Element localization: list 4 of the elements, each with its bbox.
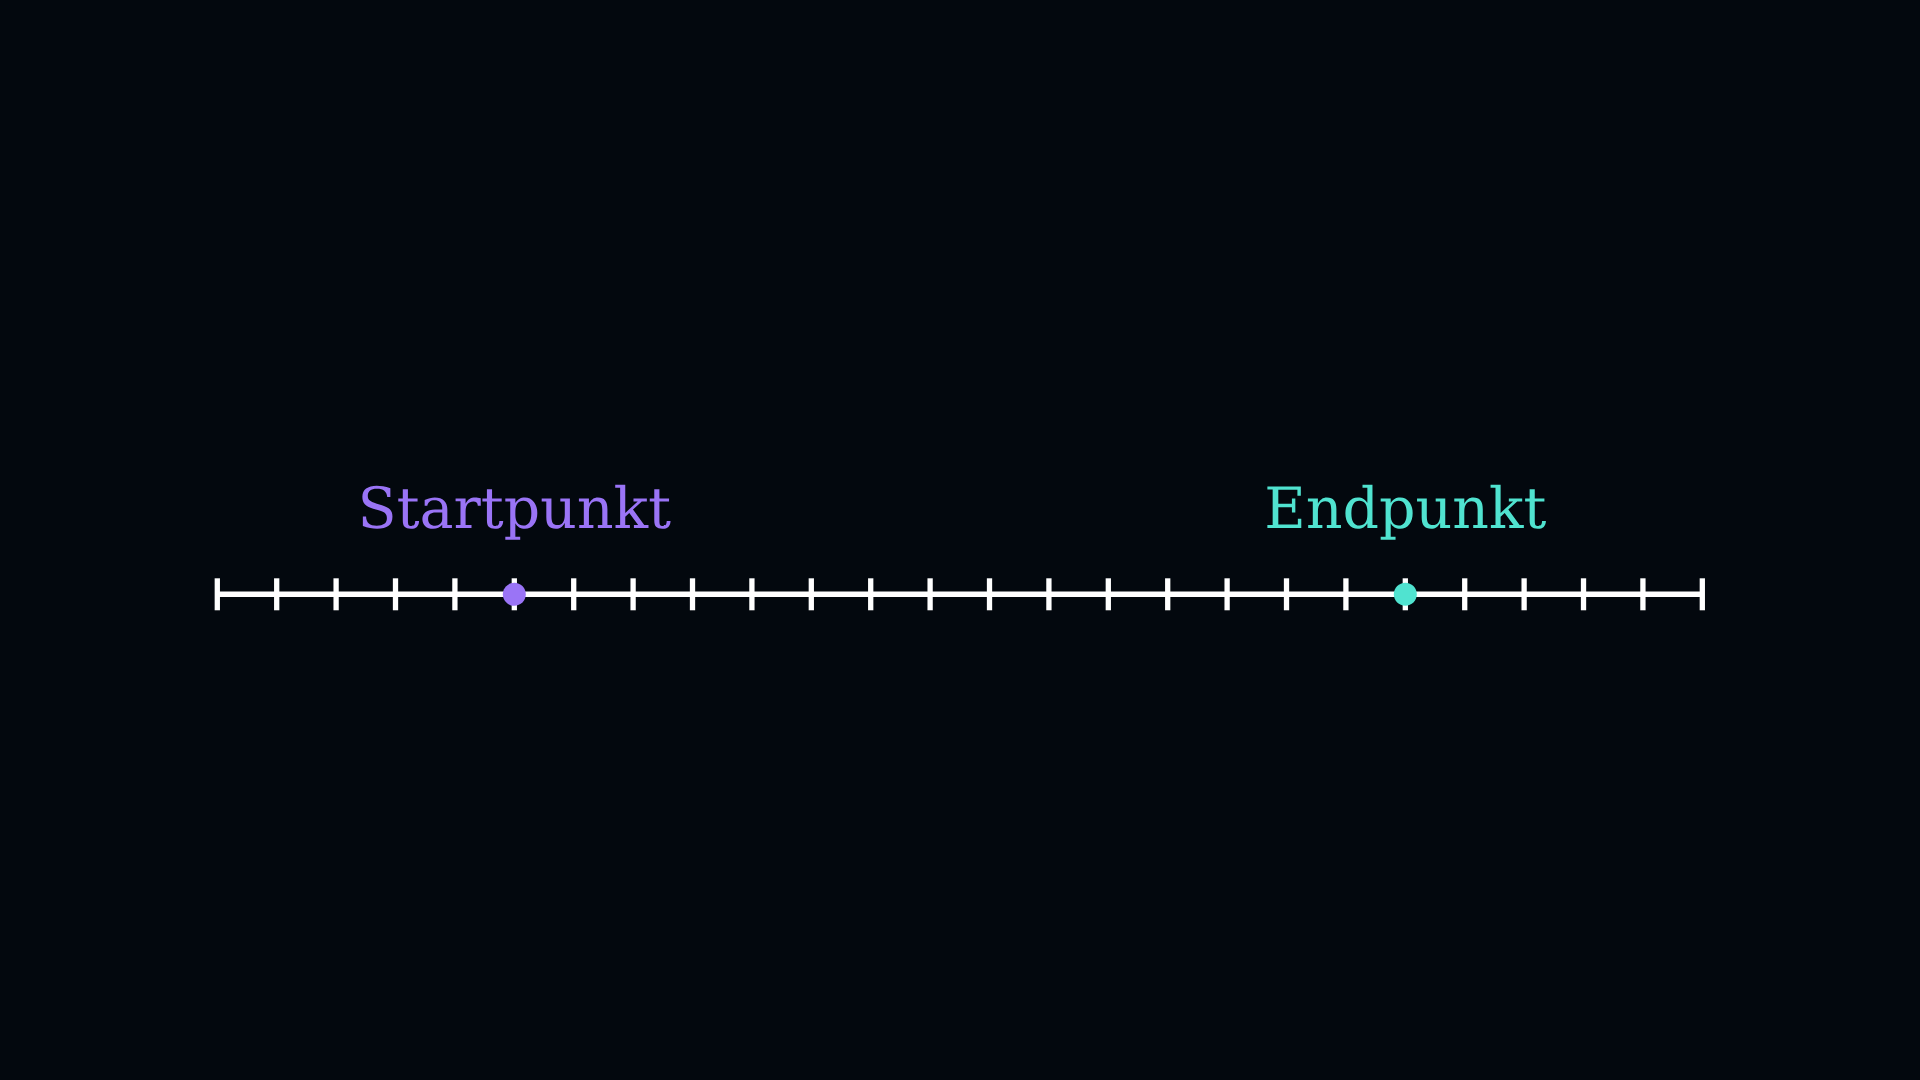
point-label: Startpunkt [362, 484, 671, 540]
point-dot [1393, 582, 1417, 606]
point-dot [502, 582, 526, 606]
point-label: Endpunkt [1267, 484, 1546, 540]
